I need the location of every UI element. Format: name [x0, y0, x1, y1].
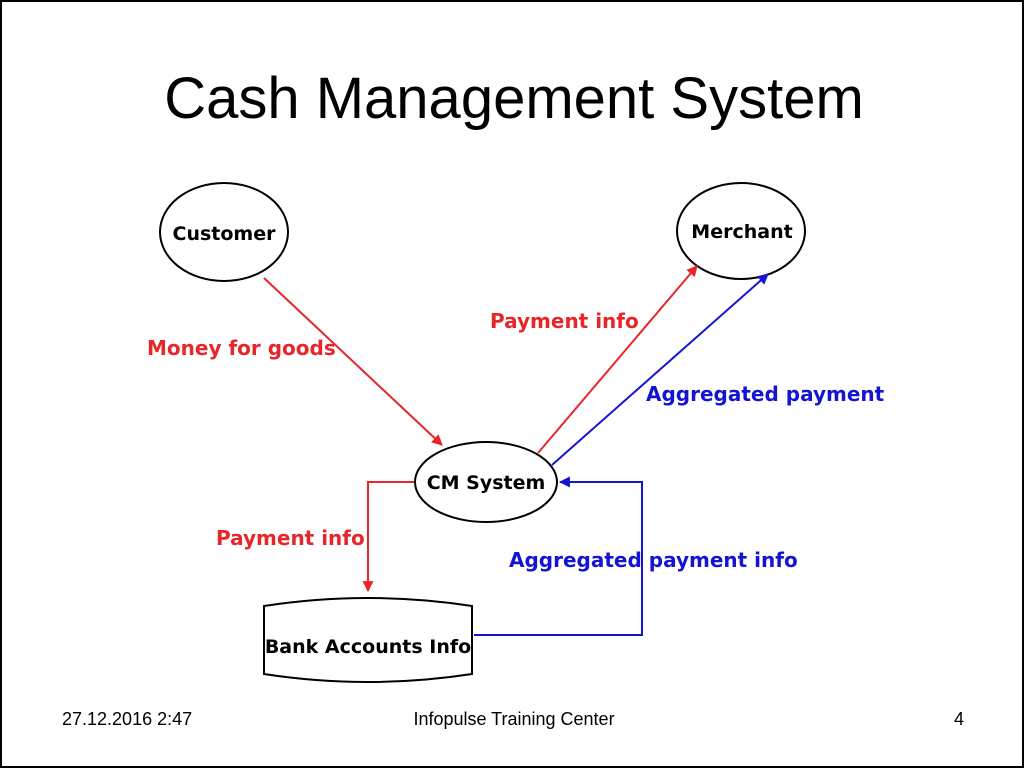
merchant-node — [676, 182, 806, 280]
bank-accounts-datastore — [263, 597, 473, 683]
money-for-goods-label: Money for goods — [147, 336, 336, 360]
payment-info-merchant-label: Payment info — [490, 309, 639, 333]
payment-info-to-merchant-arrow — [537, 265, 698, 454]
money-for-goods-arrow — [263, 277, 443, 446]
footer-organization: Infopulse Training Center — [413, 709, 615, 729]
payment-info-bank-label: Payment info — [216, 526, 365, 550]
customer-node — [159, 182, 289, 282]
merchant-label: Merchant — [691, 221, 792, 243]
aggregated-payment-label: Aggregated payment — [646, 382, 885, 406]
payment-info-to-bank-arrow — [362, 481, 414, 593]
bank-accounts-label: Bank Accounts Info — [265, 636, 471, 658]
customer-label: Customer — [173, 223, 277, 245]
footer-datetime: 27.12.2016 2:47 — [62, 709, 193, 729]
footer-page-number: 4 — [953, 709, 964, 729]
aggregated-payment-arrow — [551, 273, 769, 466]
slide-title: Cash Management System — [164, 66, 864, 131]
aggregated-payment-info-arrow — [474, 476, 643, 636]
cm-system-node — [414, 441, 558, 523]
aggregated-payment-info-label: Aggregated payment info — [509, 548, 798, 572]
cm-system-label: CM System — [427, 472, 546, 494]
